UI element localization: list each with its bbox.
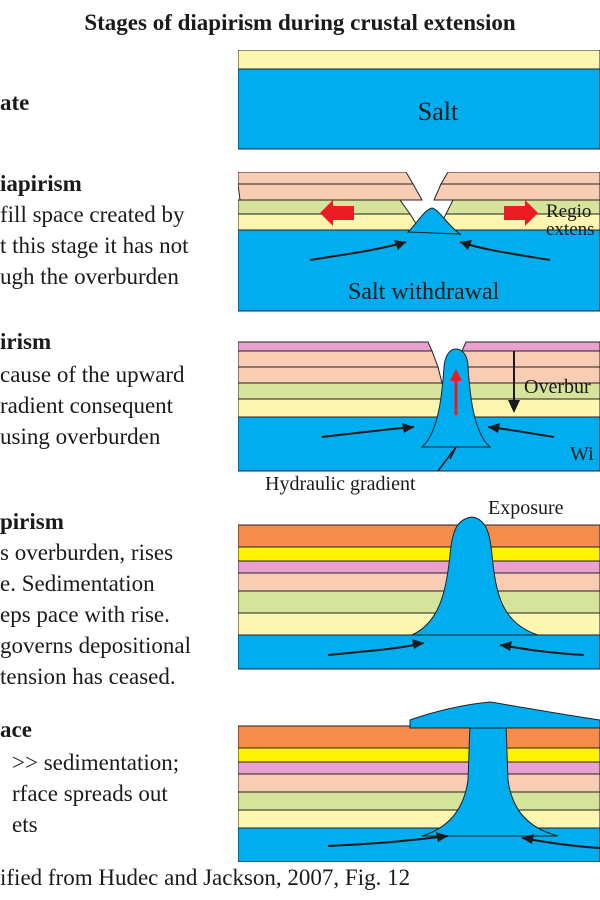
source-citation: ified from Hudec and Jackson, 2007, Fig.… bbox=[0, 865, 411, 890]
stage-2-line: ugh the overburden bbox=[0, 264, 179, 289]
stage-4-line: eps pace with rise. bbox=[0, 602, 170, 627]
regional-extension-label-2: extens bbox=[546, 219, 595, 240]
panel-active-diapirism: Overbur Wi bbox=[238, 337, 600, 472]
flow-arrow-left-icon bbox=[412, 639, 424, 649]
extension-arrow-left-icon bbox=[320, 200, 354, 226]
stage-4-description: s overburden, rises e. Sedimentation eps… bbox=[0, 537, 191, 692]
flow-arrow-right-icon bbox=[460, 240, 472, 250]
uplift-arrow-icon bbox=[450, 369, 462, 381]
diagram-title: Stages of diapirism during crustal exten… bbox=[84, 10, 516, 35]
panel-initial-state: Salt bbox=[238, 50, 600, 150]
panel-reactive-diapirism: Regio extens Salt withdrawal bbox=[238, 172, 600, 312]
overburden-arrow-icon bbox=[508, 400, 520, 413]
salt-withdrawal-label: Salt withdrawal bbox=[348, 279, 500, 305]
stage-3-heading: irism bbox=[0, 329, 52, 354]
stage-5-line: rface spreads out bbox=[12, 781, 168, 806]
stage-2-line: fill space created by bbox=[0, 202, 185, 227]
stage-1-heading: ate bbox=[0, 90, 30, 115]
flow-arrow-right-icon bbox=[522, 834, 534, 844]
stage-3-line: cause of the upward bbox=[0, 362, 185, 387]
stage-2-heading: iapirism bbox=[0, 171, 82, 196]
stage-5-line: ets bbox=[12, 812, 38, 837]
panel-salt-extrusion bbox=[238, 700, 600, 862]
stage-2-description: fill space created by t this stage it ha… bbox=[0, 199, 188, 292]
flow-arrow-left-icon bbox=[402, 423, 414, 433]
flow-arrow-right-icon bbox=[500, 641, 512, 651]
stage-5-line: >> sedimentation; bbox=[12, 750, 180, 775]
flow-arrow-right-icon bbox=[488, 423, 500, 433]
stage-3-line: using overburden bbox=[0, 424, 161, 449]
stage-3-line: radient consequent bbox=[0, 393, 174, 418]
hydraulic-gradient-label: Hydraulic gradient bbox=[265, 473, 416, 495]
salt-label: Salt bbox=[418, 97, 459, 126]
stage-5-heading: ace bbox=[0, 717, 32, 742]
withdrawal-label: Wi bbox=[570, 443, 594, 465]
stage-5-description: >> sedimentation; rface spreads out ets bbox=[12, 747, 179, 840]
stage-4-line: s overburden, rises bbox=[0, 540, 174, 565]
stage-3-description: cause of the upward radient consequent u… bbox=[0, 359, 185, 452]
flow-arrow-left-icon bbox=[436, 832, 448, 842]
panel-passive-diapirism bbox=[238, 515, 600, 670]
extension-arrow-right-icon bbox=[504, 200, 538, 226]
regional-extension-label: Regio bbox=[546, 201, 591, 222]
stage-4-line: tension has ceased. bbox=[0, 664, 176, 689]
stage-4-heading: pirism bbox=[0, 509, 64, 534]
stage-4-line: e. Sedimentation bbox=[0, 571, 155, 596]
stage-4-line: governs depositional bbox=[0, 633, 191, 658]
overburden-label: Overbur bbox=[524, 376, 591, 398]
flow-arrow-left-icon bbox=[394, 240, 406, 250]
exposure-label: Exposure bbox=[488, 497, 564, 519]
stage-2-line: t this stage it has not bbox=[0, 233, 189, 258]
